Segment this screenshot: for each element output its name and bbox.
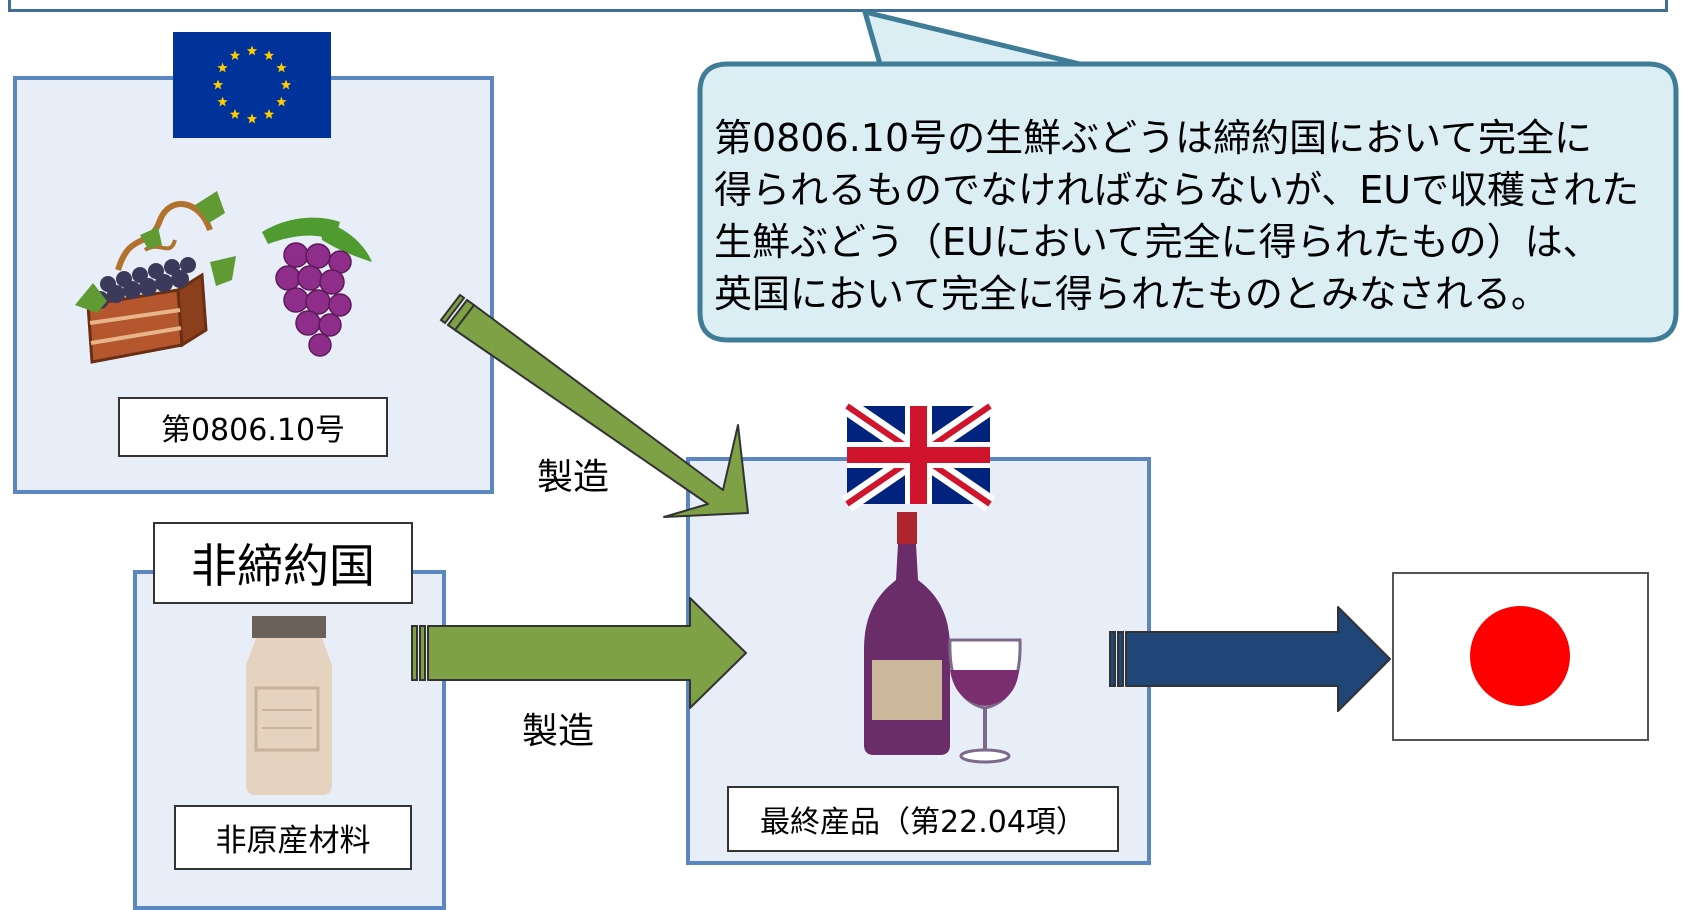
- eu-star: [263, 50, 275, 60]
- eu-flag-icon: [173, 32, 331, 138]
- eu-star: [212, 79, 224, 90]
- callout-line: 生鮮ぶどう（EUにおいて完全に得られたもの）は、: [714, 220, 1601, 264]
- grape-bunch-icon: [262, 217, 372, 357]
- export-arrow: [1109, 606, 1391, 712]
- final-product-label: 最終産品（第22.04項）: [727, 786, 1119, 852]
- eu-star: [229, 108, 241, 119]
- process-arrow-diagonal: [439, 293, 749, 518]
- eu-star: [217, 96, 228, 107]
- top-banner: [8, 0, 1668, 12]
- manufacturing-label: 製造: [522, 711, 595, 752]
- callout-line: 英国において完全に得られたものとみなされる。: [714, 272, 1549, 316]
- eu-star: [276, 96, 287, 107]
- process-arrow-horizontal: [411, 597, 747, 709]
- eu-star: [246, 113, 258, 124]
- eu-star: [276, 62, 287, 73]
- hs-code-label: 第0806.10号: [118, 397, 388, 457]
- eu-star: [246, 45, 258, 56]
- callout-line: 得られるものでなければならないが、EUで収穫された: [714, 168, 1640, 212]
- japan-flag-icon: [1392, 572, 1649, 741]
- eu-star: [217, 62, 228, 73]
- eu-star: [229, 50, 241, 60]
- jar-icon: [246, 616, 332, 795]
- eu-star: [263, 108, 275, 119]
- non-contract-title: 非締約国: [153, 522, 413, 604]
- callout-line: 第0806.10号の生鮮ぶどうは締約国において完全に: [714, 116, 1593, 160]
- callout-text: 第0806.10号の生鮮ぶどうは締約国において完全に 得られるものでなければなら…: [714, 112, 1674, 320]
- wine-bottle-icon: [864, 512, 950, 755]
- manufacturing-label: 製造: [537, 457, 610, 498]
- non-originating-material-label: 非原産材料: [174, 805, 412, 870]
- callout-bubble: [697, 9, 1679, 343]
- grape-crate-icon: [75, 191, 236, 364]
- eu-star: [280, 79, 292, 90]
- wine-glass-icon: [948, 638, 1022, 764]
- uk-flag-icon: [841, 398, 996, 512]
